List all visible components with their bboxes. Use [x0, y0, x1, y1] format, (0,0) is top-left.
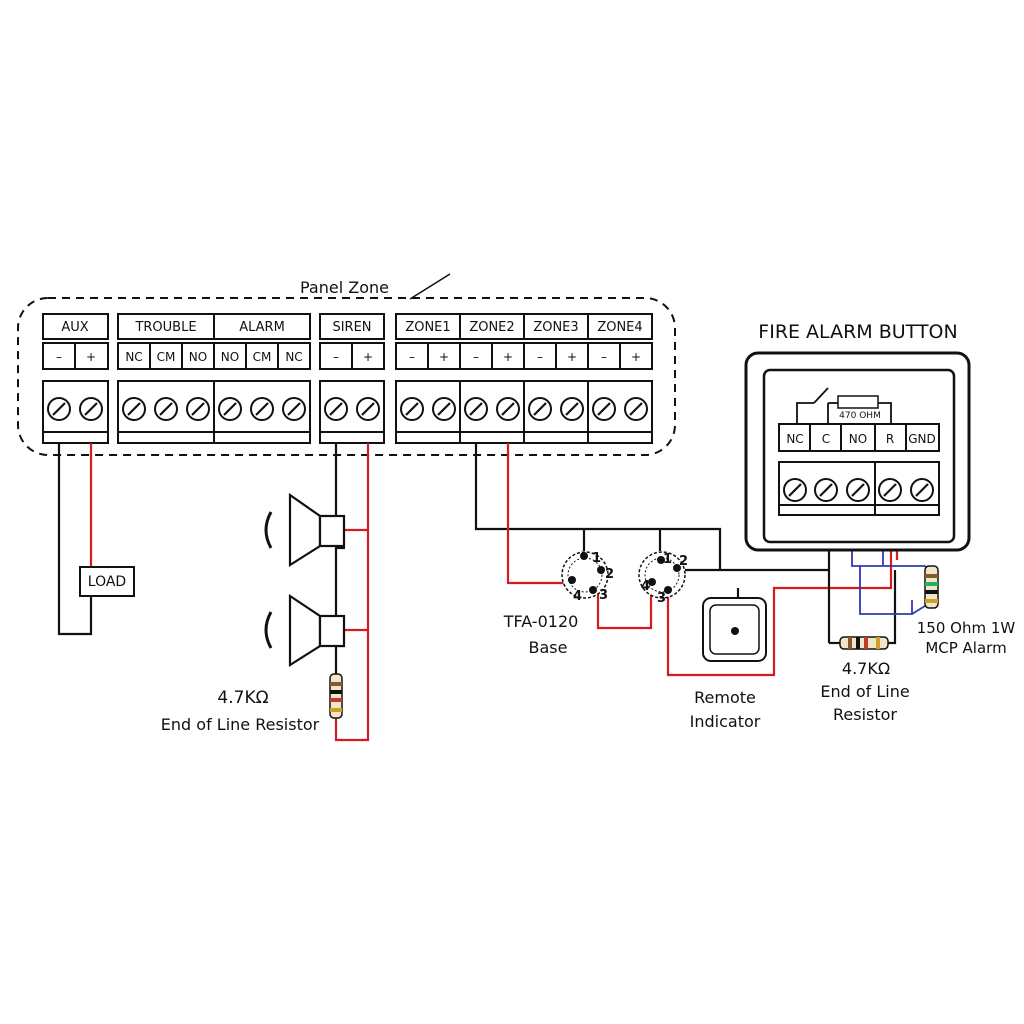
button-terminal-block [778, 461, 940, 516]
panel-zone-title: Panel Zone [300, 278, 389, 297]
load-label: LOAD [88, 574, 126, 590]
aux-load-circuit: LOAD [57, 443, 135, 636]
pin-zone4-pos: + [631, 350, 641, 364]
pin-alarm-nc: NC [285, 350, 302, 364]
base-right-term-4: 4 [641, 579, 650, 594]
base-left-term-3: 3 [599, 588, 608, 603]
pin-labels: – + NC CM NO NO CM NC – + – + – + – + – … [42, 342, 653, 370]
mcp-resistor [924, 565, 939, 609]
header-zone2: ZONE2 [469, 320, 514, 335]
button-eol-line2: Resistor [833, 705, 897, 724]
terminal-blocks [42, 380, 653, 444]
terminal-headers: AUX TROUBLE ALARM SIREN ZONE1 ZONE2 ZONE… [42, 313, 653, 340]
header-zone3: ZONE3 [533, 320, 578, 335]
remote-indicator-label-1: Remote [694, 688, 756, 707]
fire-alarm-button-title: FIRE ALARM BUTTON [758, 321, 957, 343]
detector-base-model: TFA-0120 [503, 612, 579, 631]
pin-zone3-pos: + [567, 350, 577, 364]
base-right-term-2: 2 [679, 554, 688, 569]
base-left-term-2: 2 [605, 567, 614, 582]
detector-base-left: 1 2 3 4 [561, 551, 614, 604]
base-left-term-4: 4 [573, 589, 582, 604]
button-term-c: C [822, 432, 830, 446]
pin-zone4-neg: – [601, 350, 607, 364]
pin-zone1-pos: + [439, 350, 449, 364]
button-term-gnd: GND [908, 432, 936, 446]
pin-trouble-cm: CM [157, 350, 176, 364]
fire-alarm-button: FIRE ALARM BUTTON 470 OHM NC C NO R GND [744, 321, 971, 552]
pin-zone2-pos: + [503, 350, 513, 364]
header-alarm: ALARM [239, 320, 285, 335]
panel-zone-leader [409, 273, 451, 300]
siren-speaker-2 [264, 593, 346, 667]
pin-aux-pos: + [86, 350, 96, 364]
button-term-no: NO [849, 432, 867, 446]
pin-trouble-nc: NC [125, 350, 142, 364]
pin-siren-neg: – [333, 350, 339, 364]
button-terminal-labels: NC C NO R GND [778, 423, 940, 452]
header-trouble: TROUBLE [134, 320, 196, 335]
siren-resistor-value: 4.7KΩ [217, 688, 268, 708]
pin-zone3-neg: – [537, 350, 543, 364]
mcp-resistor-line1: 150 Ohm 1W [917, 619, 1016, 637]
button-eol-value: 4.7KΩ [842, 659, 890, 678]
pin-zone2-neg: – [473, 350, 479, 364]
siren-speaker-1 [264, 492, 346, 567]
pin-trouble-no: NO [189, 350, 207, 364]
header-zone4: ZONE4 [597, 320, 642, 335]
remote-indicator [702, 597, 767, 662]
pin-aux-neg: – [56, 350, 62, 364]
pin-alarm-cm: CM [253, 350, 272, 364]
siren-eol-resistor [329, 673, 343, 719]
internal-resistor-label: 470 OHM [839, 411, 881, 421]
base-right-term-1: 1 [663, 552, 672, 567]
detector-base-right: 1 2 3 4 [638, 551, 688, 606]
pin-zone1-neg: – [409, 350, 415, 364]
load-box [79, 566, 135, 597]
mcp-resistor-line2: MCP Alarm [925, 639, 1006, 657]
siren-circuit: 4.7KΩ End of Line Resistor [161, 443, 370, 742]
siren-resistor-caption: End of Line Resistor [161, 715, 320, 734]
button-eol-line1: End of Line [820, 682, 909, 701]
button-term-nc: NC [786, 432, 803, 446]
button-eol-resistor [839, 636, 889, 650]
base-right-term-3: 3 [657, 591, 666, 606]
panel-zone-outline [17, 297, 676, 456]
header-zone1: ZONE1 [405, 320, 450, 335]
button-term-r: R [886, 432, 894, 446]
pin-alarm-no: NO [221, 350, 239, 364]
pin-siren-pos: + [363, 350, 373, 364]
detector-base-caption: Base [529, 638, 568, 657]
header-siren: SIREN [332, 320, 371, 335]
internal-contact: 470 OHM [796, 387, 892, 424]
base-left-term-1: 1 [592, 551, 601, 566]
remote-indicator-label-2: Indicator [690, 712, 761, 731]
header-aux: AUX [61, 320, 88, 335]
